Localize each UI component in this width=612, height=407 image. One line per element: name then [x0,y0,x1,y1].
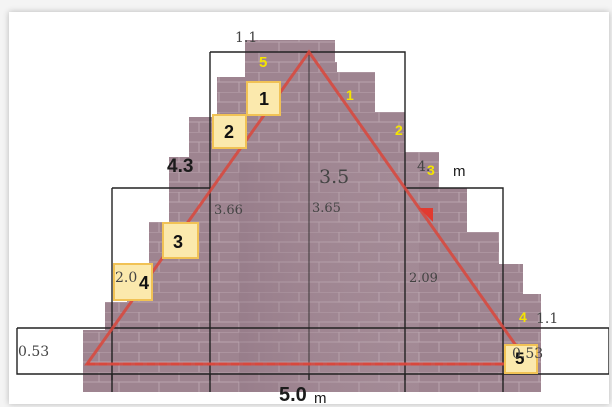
right-base-label: 0.53 [512,346,543,362]
inner-center-label: 3.65 [312,201,341,216]
left-badge-1: 1 [259,89,269,109]
base-outline [16,327,609,375]
right-step-label: 2.09 [409,271,438,286]
dimension-labels: 1.1 4.3 3.5 3.66 3.65 4. m 2.0 2.09 0.53… [18,30,558,404]
right-badge-1: 1 [346,87,354,103]
base-width-label: 5.0 [279,384,307,404]
middle-outline [111,187,504,392]
left-badge-box-2 [212,114,247,149]
dimension-outlines [16,51,609,392]
right-badge-5: 5 [515,349,524,368]
upper-outline [209,51,406,392]
right-height-unit: m [453,163,466,180]
left-badge-box-1 [246,81,281,116]
right-height-prefix: 4. [417,159,430,175]
red-notch-marker [419,208,433,222]
left-step-label: 2.0 [115,270,137,286]
right-badge-2: 2 [395,122,403,138]
mid-height-label: 4.3 [167,156,193,177]
left-badges: 5 1 2 3 4 [113,54,281,301]
right-step-4 [437,188,467,392]
brick-steps [83,40,541,392]
left-badge-box-3 [162,222,199,259]
right-badge-3: 3 [427,162,435,178]
inner-left-label: 3.66 [214,203,243,218]
mass-shading [239,162,419,392]
diagram-panel: 5 1 2 3 4 1 2 3 4 5 1.1 4.3 3.5 3.66 [9,12,609,404]
stepped-pyramid-diagram: 5 1 2 3 4 1 2 3 4 5 1.1 4.3 3.5 3.66 [16,30,609,404]
left-base-label: 0.53 [18,344,49,360]
left-badge-2: 2 [224,122,234,142]
right-badge-box-5 [504,344,538,374]
base-width-unit: m [314,390,327,404]
top-width-label: 1.1 [235,30,257,46]
right-badges: 1 2 3 4 5 [346,87,538,374]
base-ticks [111,374,504,380]
left-badge-3: 3 [173,232,183,252]
right-badge-4: 4 [519,309,527,325]
right-top-label: 1.1 [536,311,558,327]
left-badge-5: 5 [259,54,267,71]
left-badge-4: 4 [139,273,149,293]
center-height-label: 3.5 [319,166,349,188]
red-triangle [84,49,532,366]
left-badge-box-4 [113,263,153,301]
